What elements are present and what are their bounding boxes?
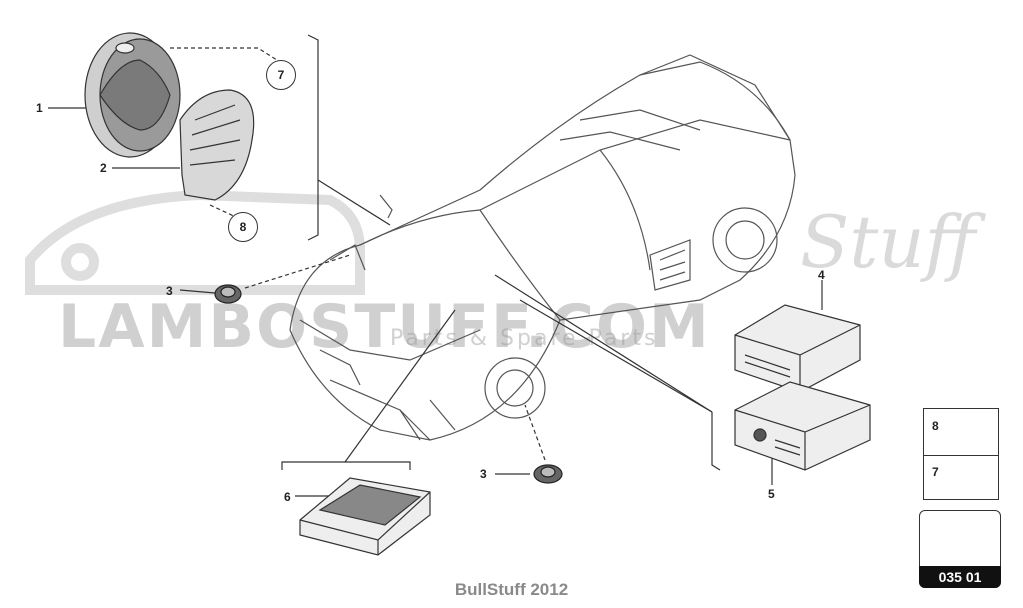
amplifier-icon (299, 477, 431, 556)
tweeter-icon (214, 284, 242, 304)
legend-number: 7 (932, 465, 939, 479)
navigation-unit-icon (734, 381, 871, 471)
tweeter-icon (533, 464, 563, 484)
legend-row: 7 (924, 455, 998, 501)
loudspeaker-icon (84, 32, 181, 158)
control-unit-icon (734, 304, 861, 393)
callout-1: 1 (36, 101, 43, 115)
legend-row: 8 (924, 409, 998, 456)
car-outline-icon (289, 54, 796, 441)
watermark-script: Stuff (800, 200, 976, 284)
circled-ref-8: 8 (228, 212, 258, 242)
legend-number: 8 (932, 419, 939, 433)
fastener-legend: 8 7 (923, 408, 999, 500)
callout-3-lower: 3 (480, 467, 487, 481)
callout-6: 6 (284, 490, 291, 504)
callout-2: 2 (100, 161, 107, 175)
reference-code: 035 01 (919, 566, 1001, 588)
callout-5: 5 (768, 487, 775, 501)
circled-ref-7: 7 (266, 60, 296, 90)
callout-3: 3 (166, 284, 173, 298)
reference-box: 035 01 (919, 510, 1001, 588)
callout-4: 4 (818, 268, 825, 282)
footer-credit: BullStuff 2012 (454, 580, 569, 599)
watermark-brand: LAMBOSTUFF.COM (58, 292, 711, 362)
speaker-cover-icon (179, 89, 255, 201)
